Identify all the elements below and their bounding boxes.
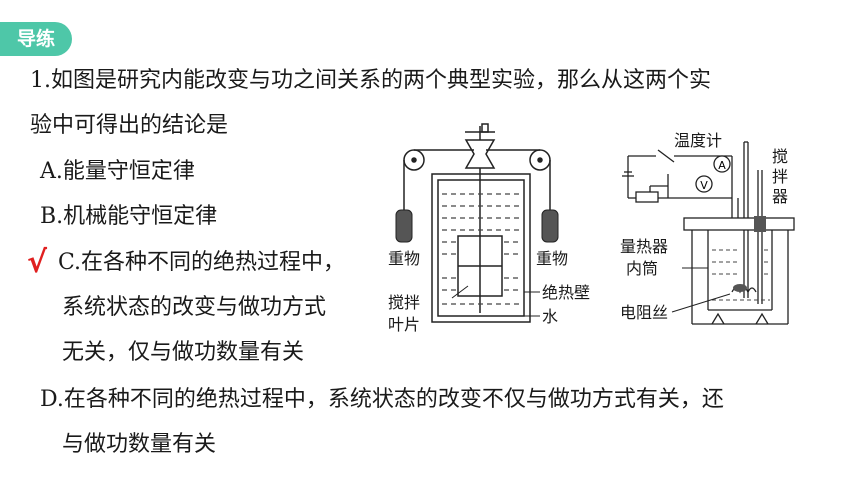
question-line-2: 验中可得出的结论是 <box>30 113 229 138</box>
paddle-wheel-figure: 重物 重物 搅拌 叶片 绝热壁 水 <box>388 123 590 334</box>
calorimeter-figure: V A 温度计 搅 拌 器 量热器 内筒 电阻丝 <box>620 131 795 325</box>
option-b: B.机械能守恒定律 <box>40 204 218 229</box>
label-weight-right: 重物 <box>536 249 568 268</box>
answer-check-mark: √ <box>27 245 48 280</box>
label-inner-2: 内筒 <box>626 259 658 278</box>
label-thermometer: 温度计 <box>674 131 722 150</box>
label-stirrer-2: 拌 <box>772 167 788 186</box>
option-d-line-2: 与做功数量有关 <box>62 432 217 457</box>
label-inner-1: 量热器 <box>620 237 668 256</box>
option-c-line-3: 无关，仅与做功数量有关 <box>62 340 305 365</box>
label-stirrer-1: 搅 <box>772 147 788 166</box>
label-resistor: 电阻丝 <box>620 303 668 322</box>
ammeter-symbol: A <box>718 159 726 172</box>
label-water: 水 <box>542 307 558 326</box>
option-a: A.能量守恒定律 <box>40 159 195 184</box>
label-weight-left: 重物 <box>388 249 420 268</box>
option-c-line-2: 系统状态的改变与做功方式 <box>62 295 327 320</box>
label-paddle-2: 叶片 <box>388 315 420 334</box>
option-c-line-1: C.在各种不同的绝热过程中， <box>58 250 346 275</box>
label-insulated-wall: 绝热壁 <box>542 283 590 302</box>
section-badge: 导练 <box>0 22 72 56</box>
option-d-line-1: D.在各种不同的绝热过程中，系统状态的改变不仅与做功方式有关，还 <box>40 387 724 412</box>
voltmeter-symbol: V <box>700 179 708 192</box>
label-stirrer-3: 器 <box>772 187 788 206</box>
label-paddle-1: 搅拌 <box>388 293 420 312</box>
question-line-1: 1.如图是研究内能改变与功之间关系的两个典型实验，那么从这两个实 <box>30 68 711 93</box>
